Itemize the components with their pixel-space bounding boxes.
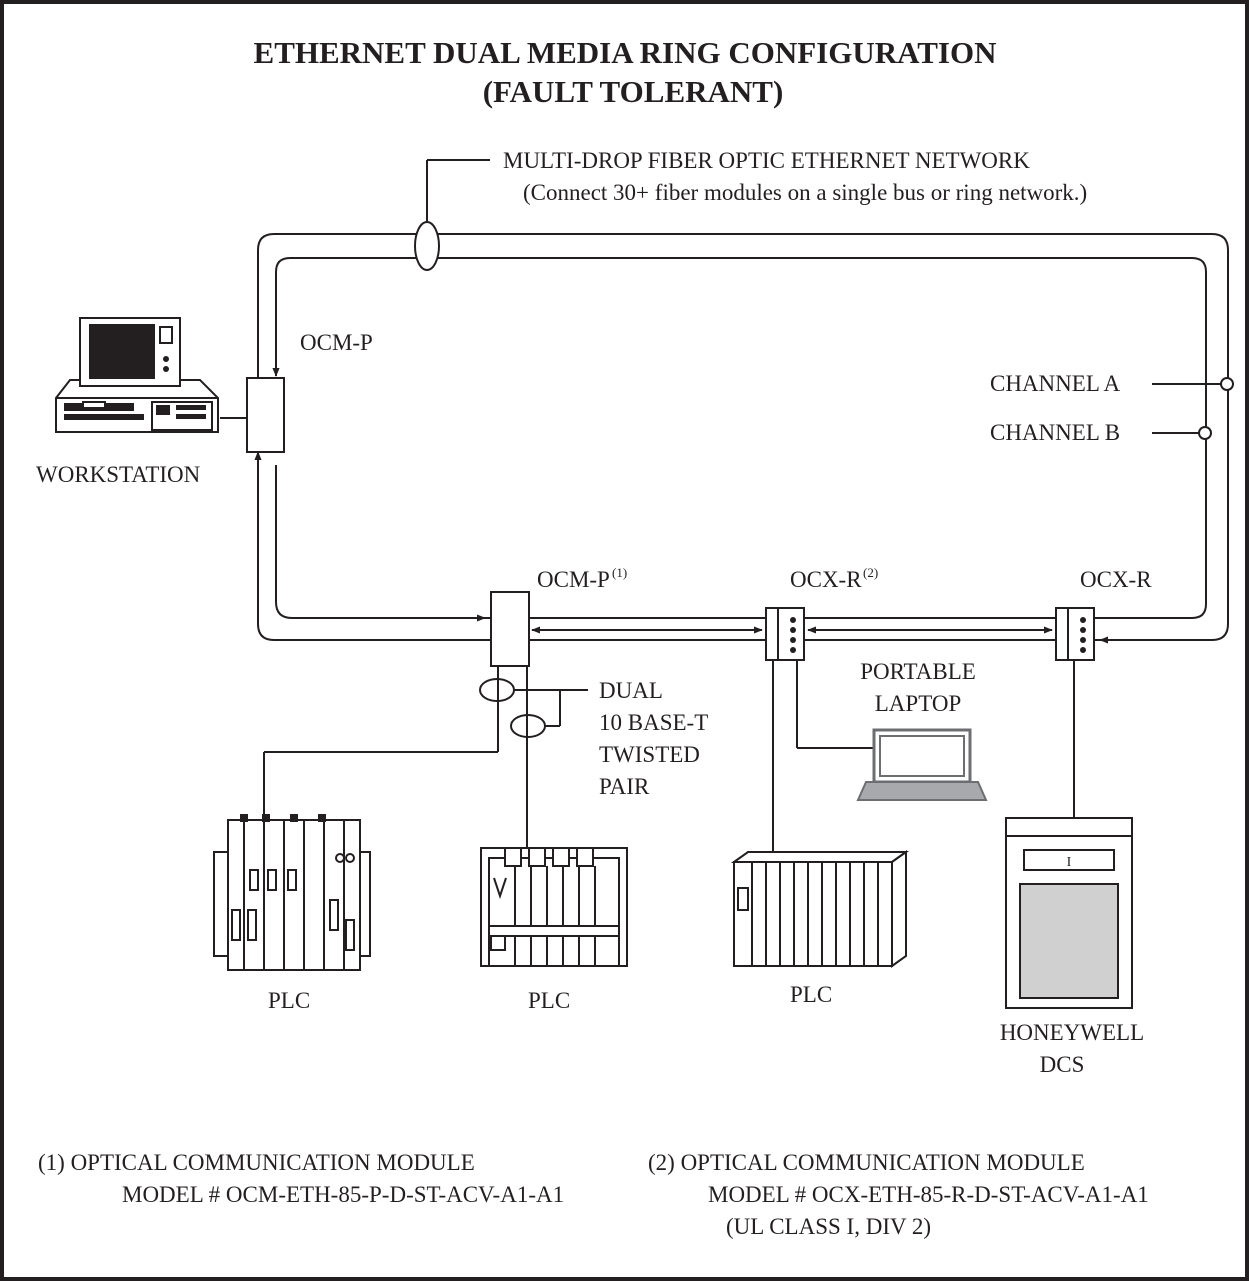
twisted-pair-label-2: 10 BASE-T (599, 710, 708, 735)
channel-a-ring (257, 233, 1229, 641)
ocx-r-right-label: OCX-R (1080, 567, 1152, 592)
network-label: MULTI-DROP FIBER OPTIC ETHERNET NETWORK (503, 148, 1030, 173)
plc-2-label: PLC (528, 988, 570, 1013)
network-note: (Connect 30+ fiber modules on a single b… (523, 180, 1087, 205)
plc-3-icon (730, 850, 910, 968)
channel-a-label: CHANNEL A (990, 371, 1121, 396)
channel-b-ring (275, 257, 1207, 619)
ocx-r-mid-module (765, 607, 805, 661)
footnote-2-line-3: (UL CLASS I, DIV 2) (726, 1214, 931, 1239)
diagram-title: ETHERNET DUAL MEDIA RING CONFIGURATION (254, 35, 997, 70)
ocm-p-bottom-module (490, 591, 530, 667)
dcs-label-2: DCS (1040, 1052, 1085, 1077)
ocx-r-mid-label: OCX-R (790, 567, 862, 592)
footnote-1-line-1: (1) OPTICAL COMMUNICATION MODULE (38, 1150, 475, 1175)
plc-2-icon (480, 847, 628, 967)
diagram-subtitle: (FAULT TOLERANT) (483, 74, 784, 109)
twisted-pair-label-1: DUAL (599, 678, 663, 703)
ocx-r-mid-note: (2) (863, 565, 878, 580)
fiber-bundle-marker (414, 221, 440, 271)
ocm-p-bottom-label: OCM-P (537, 567, 610, 592)
footnote-2-line-2: MODEL # OCX-ETH-85-R-D-ST-ACV-A1-A1 (708, 1182, 1149, 1207)
footnote-2-line-1: (2) OPTICAL COMMUNICATION MODULE (648, 1150, 1085, 1175)
plc-1-icon (213, 814, 371, 971)
laptop-icon (856, 728, 988, 801)
dcs-panel-mark: I (1067, 855, 1072, 870)
workstation-icon (55, 317, 219, 433)
plc-3-label: PLC (790, 982, 832, 1007)
ocm-p-top-module (246, 377, 285, 453)
dcs-cabinet-icon (1005, 817, 1133, 1009)
twisted-pair-label-4: PAIR (599, 774, 650, 799)
ocm-p-top-label: OCM-P (300, 330, 373, 355)
ocx-r-right-module (1055, 607, 1095, 661)
laptop-label-1: PORTABLE (860, 659, 976, 684)
laptop-label-2: LAPTOP (875, 691, 962, 716)
channel-a-marker (1220, 377, 1234, 391)
twisted-pair-label-3: TWISTED (599, 742, 700, 767)
plc-1-label: PLC (268, 988, 310, 1013)
footnote-1-line-2: MODEL # OCM-ETH-85-P-D-ST-ACV-A1-A1 (122, 1182, 564, 1207)
channel-b-label: CHANNEL B (990, 420, 1120, 445)
dcs-label-1: HONEYWELL (1000, 1020, 1144, 1045)
ocm-p-bottom-note: (1) (612, 565, 627, 580)
workstation-label: WORKSTATION (36, 462, 201, 487)
channel-b-marker (1198, 426, 1212, 440)
